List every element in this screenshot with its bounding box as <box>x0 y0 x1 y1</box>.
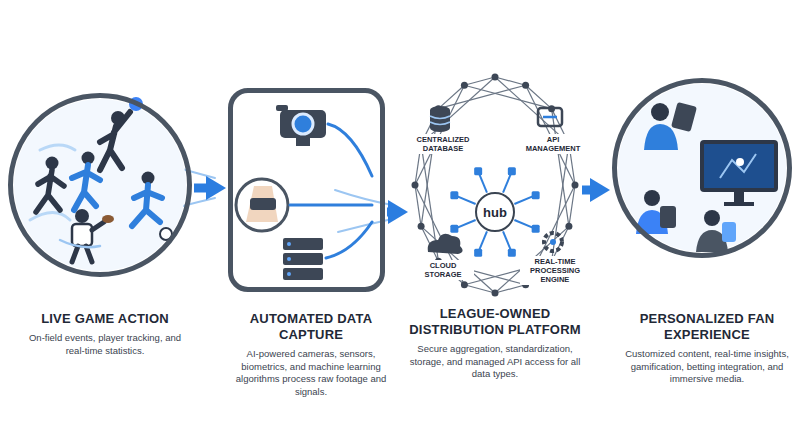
stage-circle: LIVE GAME ACTIONOn-field events, player … <box>8 93 192 277</box>
stage-heading: LIVE GAME ACTION <box>41 311 169 327</box>
hub-spoke <box>514 220 539 233</box>
stage-description: Secure aggregation, standardization, sto… <box>409 343 581 381</box>
mesh-dot <box>492 290 499 297</box>
stage-circle: PERSONALIZED FAN EXPERIENCECustomized co… <box>612 78 792 258</box>
mesh-line <box>526 85 552 108</box>
stage-text: PERSONALIZED FAN EXPERIENCE Customized co… <box>621 311 793 386</box>
stage-heading: AUTOMATED DATA CAPTURE <box>225 311 397 343</box>
stage-box: AUTOMATED DATA CAPTUREAI-powered cameras… <box>228 88 385 292</box>
stage-text: LEAGUE-OWNED DISTRIBUTION PLATFORM Secure… <box>409 306 581 381</box>
mesh-line <box>438 85 525 108</box>
mesh-dot <box>522 82 529 89</box>
mesh-dot <box>418 223 425 230</box>
flow-arrow <box>387 208 396 217</box>
mesh-dot <box>565 223 572 230</box>
component-label: CENTRALIZED DATABASE <box>412 134 474 154</box>
mesh-line <box>415 185 421 226</box>
hub-spoke <box>503 231 516 256</box>
stage-heading: PERSONALIZED FAN EXPERIENCE <box>621 311 793 343</box>
hub-spoke <box>474 167 487 192</box>
mesh-dot <box>492 74 499 81</box>
motion-swoosh <box>150 160 392 232</box>
stage-description: Customized content, real-time insights, … <box>621 348 793 386</box>
hub-spoke <box>450 191 475 204</box>
hub-spoke <box>503 167 516 192</box>
flow-arrow <box>194 184 214 193</box>
fans-illustration <box>618 84 786 252</box>
mesh-dot <box>572 182 579 189</box>
platform-icons <box>428 106 562 254</box>
spoke-icon <box>474 249 482 257</box>
mesh-line <box>464 77 495 85</box>
spoke-icon <box>450 191 458 199</box>
mesh-line <box>495 285 526 293</box>
spoke-icon <box>474 167 482 175</box>
spoke-icon <box>508 249 516 257</box>
component-label: REAL-TIME PROCESSING ENGINE <box>520 256 590 285</box>
hub-spoke <box>450 220 475 233</box>
hub-circle: hub <box>475 192 515 232</box>
stage-heading: LEAGUE-OWNED DISTRIBUTION PLATFORM <box>409 306 581 338</box>
spoke-icon <box>450 225 458 233</box>
athletes-illustration <box>14 97 186 271</box>
spoke-icon <box>532 225 540 233</box>
mesh-dot <box>461 82 468 89</box>
component-label: API MANAGEMENT <box>522 134 584 154</box>
hub-spoke <box>474 231 487 256</box>
flow-arrow <box>582 186 598 195</box>
component-label: CLOUD STORAGE <box>412 260 474 280</box>
hub-label: hub <box>483 205 507 220</box>
spoke-icon <box>508 167 516 175</box>
stage-description: AI-powered cameras, sensors, biometrics,… <box>225 348 397 398</box>
hub-spoke <box>514 191 539 204</box>
spoke-icon <box>532 191 540 199</box>
stage-description: On-field events, player tracking, and re… <box>19 332 191 357</box>
mesh-dot <box>412 182 419 189</box>
stage-text: LIVE GAME ACTION On-field events, player … <box>19 311 191 357</box>
stage-text: AUTOMATED DATA CAPTURE AI-powered cameras… <box>225 311 397 398</box>
mesh-dot <box>461 281 468 288</box>
capture-devices <box>236 105 372 280</box>
